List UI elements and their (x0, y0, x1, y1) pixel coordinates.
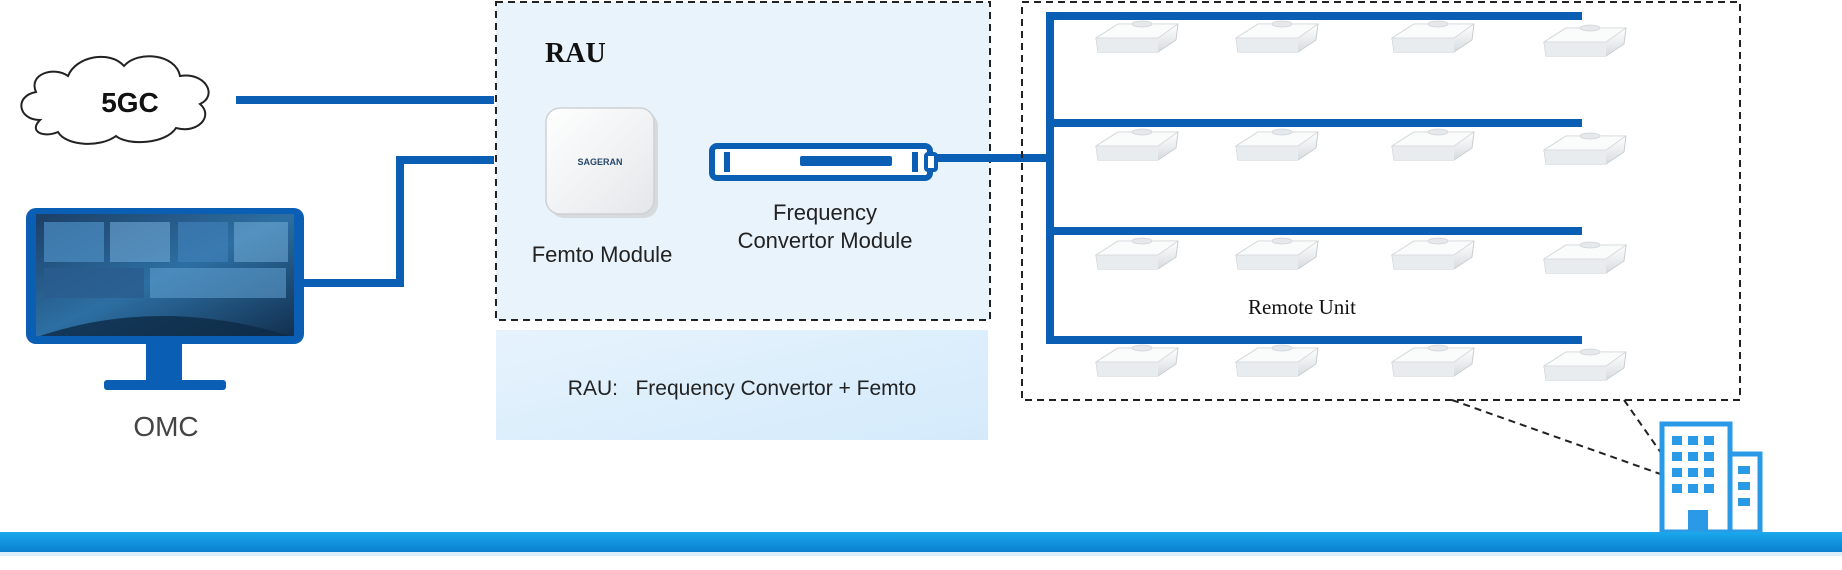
ceiling-antenna-icon (1235, 344, 1319, 377)
omc-link (304, 156, 494, 287)
ceiling-antenna-icon (1543, 132, 1627, 165)
callout-lines (1451, 399, 1667, 477)
remote-unit-grid (1095, 20, 1627, 381)
core-network-cloud: 5GC (20, 55, 210, 145)
femto-brand-text: SAGERAN (577, 157, 622, 167)
rau-formula-text: RAU: Frequency Convertor + Femto (568, 377, 916, 400)
femto-device-icon: SAGERAN (545, 107, 658, 218)
ceiling-antenna-icon (1543, 24, 1627, 57)
ceiling-antenna-icon (1391, 237, 1475, 270)
ground-shadow (0, 552, 1842, 556)
core-label: 5GC (101, 87, 159, 118)
omc-label: OMC (133, 411, 198, 442)
ceiling-antenna-icon (1543, 348, 1627, 381)
ceiling-antenna-icon (1391, 20, 1475, 53)
omc-terminal: OMC (26, 208, 304, 442)
cloud-icon (20, 55, 210, 145)
rau-formula-box: RAU: Frequency Convertor + Femto (496, 330, 988, 440)
building-icon (1659, 421, 1763, 535)
ceiling-antenna-icon (1235, 20, 1319, 53)
rau-title: RAU (545, 38, 606, 69)
remote-unit-area: Remote Unit (1021, 1, 1741, 401)
remote-unit-label: Remote Unit (1248, 295, 1356, 319)
ceiling-antenna-icon (1543, 241, 1627, 274)
ceiling-antenna-icon (1095, 344, 1179, 377)
frequency-convertor-module: Frequency Convertor Module (709, 143, 938, 253)
femto-module: SAGERAN Femto Module (532, 107, 673, 267)
ceiling-antenna-icon (1391, 128, 1475, 161)
ground-bar (0, 532, 1842, 552)
freq-label-line1: Frequency (773, 200, 877, 225)
ceiling-antenna-icon (1391, 344, 1475, 377)
ceiling-antenna-icon (1235, 128, 1319, 161)
monitor-icon (26, 208, 304, 390)
rack-converter-icon (709, 143, 938, 181)
ceiling-antenna-icon (1235, 237, 1319, 270)
femto-label: Femto Module (532, 242, 673, 267)
backhaul-links (236, 96, 494, 287)
rau-box: RAU SAGERAN Femto Module Frequency Conve… (495, 1, 991, 321)
ceiling-antenna-icon (1095, 20, 1179, 53)
ceiling-antenna-icon (1095, 128, 1179, 161)
ceiling-antenna-icon (1095, 237, 1179, 270)
freq-label-line2: Convertor Module (738, 228, 913, 253)
